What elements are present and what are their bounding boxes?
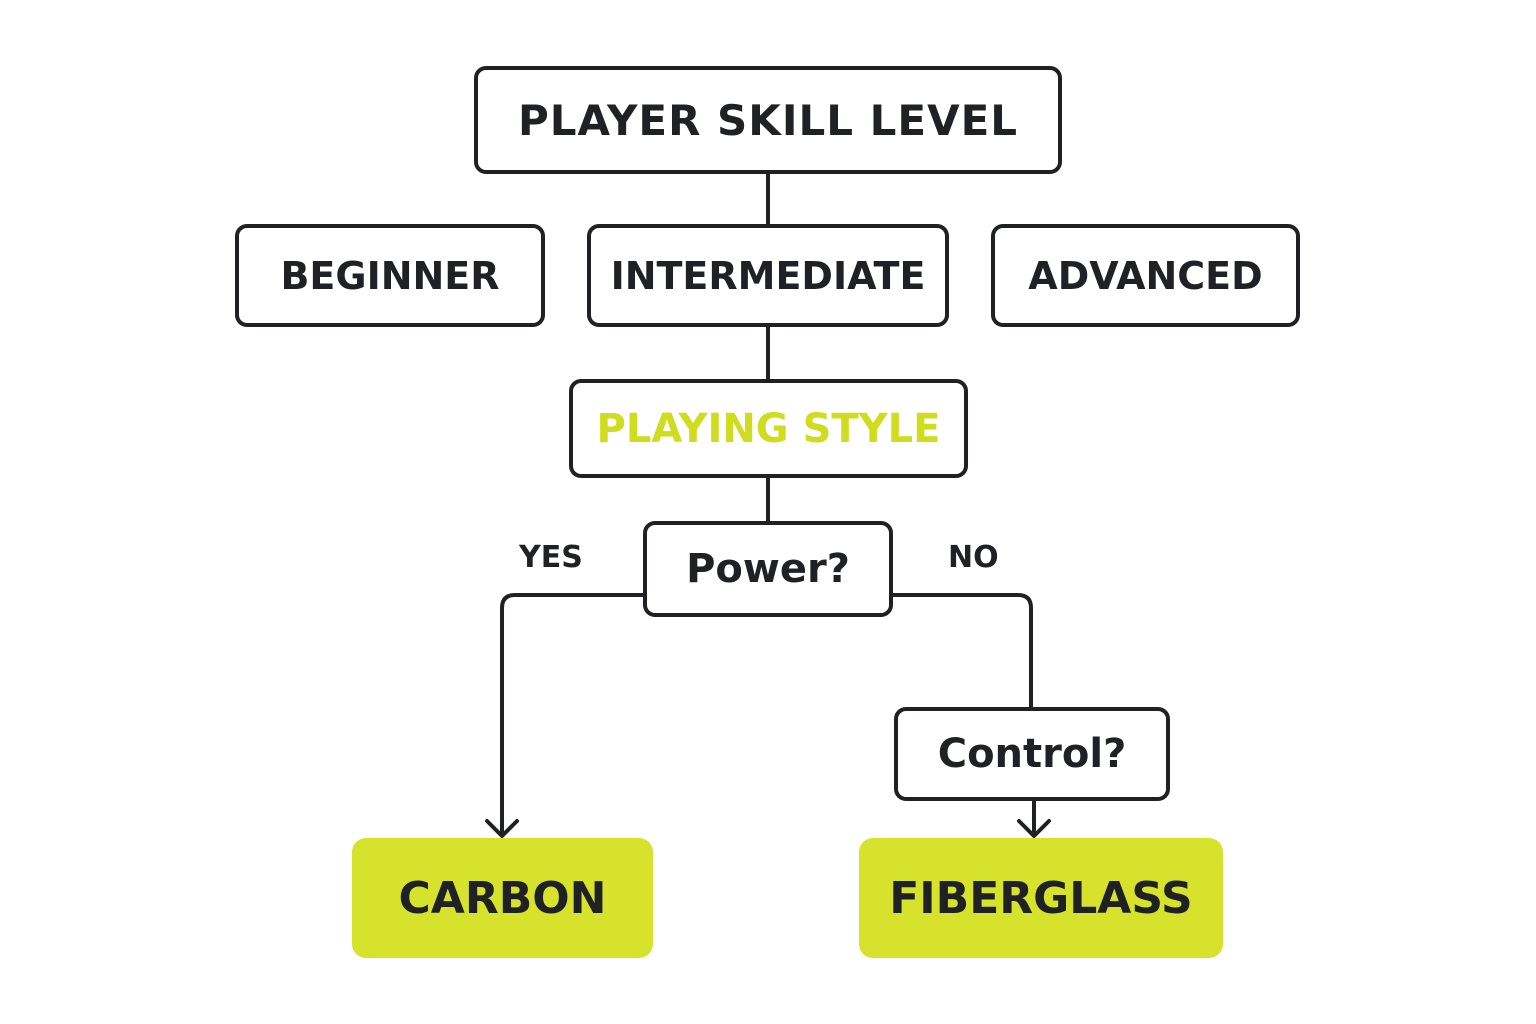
arrowhead-to-fiberglass bbox=[1017, 819, 1051, 838]
control-question-node: Control? bbox=[894, 707, 1170, 801]
connector-power-no-branch bbox=[891, 593, 1033, 709]
playing-style-node: PLAYING STYLE bbox=[569, 379, 968, 478]
advanced-label: ADVANCED bbox=[1028, 253, 1263, 298]
beginner-node: BEGINNER bbox=[235, 224, 545, 327]
carbon-outcome-node: CARBON bbox=[352, 838, 653, 958]
player-skill-level-label: PLAYER SKILL LEVEL bbox=[517, 95, 1019, 145]
connector-power-yes-branch bbox=[500, 593, 645, 836]
no-edge-label: NO bbox=[948, 540, 999, 575]
playing-style-label: PLAYING STYLE bbox=[596, 405, 941, 452]
intermediate-label: INTERMEDIATE bbox=[610, 253, 926, 298]
carbon-label: CARBON bbox=[398, 872, 607, 924]
intermediate-node: INTERMEDIATE bbox=[587, 224, 949, 327]
beginner-label: BEGINNER bbox=[280, 253, 500, 298]
power-question-node: Power? bbox=[643, 521, 893, 617]
arrowhead-to-carbon bbox=[485, 819, 519, 838]
player-skill-level-node: PLAYER SKILL LEVEL bbox=[474, 66, 1062, 174]
fiberglass-label: FIBERGLASS bbox=[889, 872, 1193, 924]
fiberglass-outcome-node: FIBERGLASS bbox=[859, 838, 1223, 958]
control-question-label: Control? bbox=[937, 731, 1127, 777]
connector-group bbox=[485, 172, 1051, 838]
power-question-label: Power? bbox=[686, 546, 850, 592]
yes-edge-label: YES bbox=[519, 540, 583, 575]
advanced-node: ADVANCED bbox=[991, 224, 1300, 327]
